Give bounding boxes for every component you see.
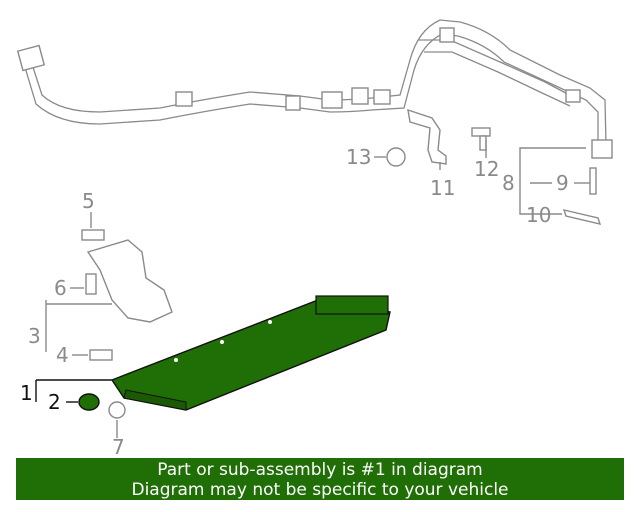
part-3-bracket: [45, 212, 173, 361]
part-5-clip: [81, 229, 105, 241]
hose-bracket-clip: [565, 89, 581, 103]
cooler-line-assembly: [16, 19, 613, 159]
callout-2: 2: [48, 390, 61, 414]
callout-5: 5: [82, 189, 95, 213]
part-13-nut: [374, 147, 406, 167]
hose-connector-2: [351, 87, 369, 105]
callout-8: 8: [502, 171, 515, 195]
part-8-leaders: [519, 147, 602, 225]
callout-9: 9: [556, 171, 569, 195]
callout-1: 1: [20, 381, 33, 405]
hose-end-fitting-right: [591, 139, 613, 159]
banner-line-2: Diagram may not be specific to your vehi…: [131, 480, 509, 500]
callout-11: 11: [430, 176, 455, 200]
part-9-stud: [589, 167, 597, 195]
hose-end-fitting-left: [16, 44, 46, 72]
hose-connector-3: [373, 89, 391, 105]
part-2-grommet: [66, 393, 100, 411]
info-banner: Part or sub-assembly is #1 in diagram Di…: [16, 458, 624, 500]
part-11-bracket: [407, 108, 447, 170]
part-7-nut: [108, 401, 126, 438]
part-10-clip: [562, 209, 602, 225]
part-12-bolt: [471, 127, 491, 158]
hose-clamp-3: [439, 27, 455, 43]
hose-clamp-2: [285, 95, 301, 111]
callout-3: 3: [28, 324, 41, 348]
hose-connector: [321, 91, 343, 109]
callout-4: 4: [56, 343, 69, 367]
callout-13: 13: [346, 145, 371, 169]
part-4-clip: [89, 349, 113, 361]
callout-7: 7: [112, 435, 125, 458]
callout-10: 10: [526, 203, 551, 227]
banner-line-1: Part or sub-assembly is #1 in diagram: [157, 460, 483, 480]
part-1-oil-cooler-highlighted: [110, 295, 391, 411]
callout-12: 12: [474, 157, 499, 181]
hose-clamp-1: [175, 91, 193, 107]
part-6-bolt: [85, 273, 97, 295]
callout-6: 6: [54, 276, 67, 300]
part-1-leader: [35, 379, 112, 402]
parts-diagram: 1 2 3 4 5 6 7 8 9 10 11 12 13: [16, 19, 613, 458]
